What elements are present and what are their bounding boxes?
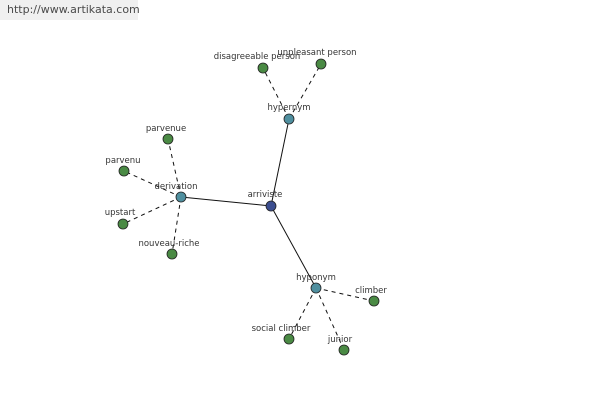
node-parvenue[interactable] (162, 133, 174, 145)
label-hypernym: hypernym (267, 103, 310, 113)
edge-derivation-parvenue (167, 138, 182, 198)
label-derivation: derivation (154, 182, 197, 192)
edge-derivation-parvenu (123, 170, 182, 198)
node-upstart[interactable] (117, 218, 129, 230)
label-unpleasant-person: unpleasant person (277, 48, 356, 58)
label-parvenu: parvenu (105, 156, 140, 166)
node-derivation[interactable] (175, 191, 187, 203)
edge-arriviste-derivation (180, 196, 272, 207)
graph-labels: arriviste hypernym disagreeable personunpl… (105, 48, 388, 345)
label-nouveau-riche: nouveau-riche (138, 239, 199, 249)
label-junior: junior (327, 335, 353, 345)
edge-hyponym-junior (315, 287, 345, 351)
node-hyponym[interactable] (310, 282, 322, 294)
edge-arriviste-hypernym (270, 118, 290, 207)
node-unpleasant-person[interactable] (315, 58, 327, 70)
node-nouveau-riche[interactable] (166, 248, 178, 260)
edge-derivation-nouveau-riche (171, 196, 182, 255)
site-url-label[interactable]: http://www.artikata.com (0, 0, 140, 20)
node-climber[interactable] (368, 295, 380, 307)
edge-hypernym-disagreeable-person (262, 67, 290, 120)
label-arriviste: arriviste (248, 190, 283, 200)
node-disagreeable-person[interactable] (257, 62, 269, 74)
node-hypernym[interactable] (283, 113, 295, 125)
graph-nodes (117, 58, 380, 356)
label-hyponym: hyponym (296, 273, 336, 283)
label-parvenue: parvenue (146, 124, 186, 134)
node-junior[interactable] (338, 344, 350, 356)
label-disagreeable-person: disagreeable person (214, 52, 301, 62)
graph-edges (122, 63, 375, 351)
edge-hypernym-unpleasant-person (288, 63, 322, 120)
edge-derivation-upstart (122, 196, 182, 225)
label-climber: climber (355, 286, 387, 296)
edge-hyponym-social-climber (288, 287, 317, 340)
label-social-climber: social climber (252, 324, 311, 334)
edge-hyponym-climber (315, 287, 375, 302)
edge-arriviste-hyponym (270, 205, 317, 289)
node-parvenu[interactable] (118, 165, 130, 177)
node-arriviste[interactable] (265, 200, 277, 212)
label-upstart: upstart (105, 208, 136, 218)
node-social-climber[interactable] (283, 333, 295, 345)
